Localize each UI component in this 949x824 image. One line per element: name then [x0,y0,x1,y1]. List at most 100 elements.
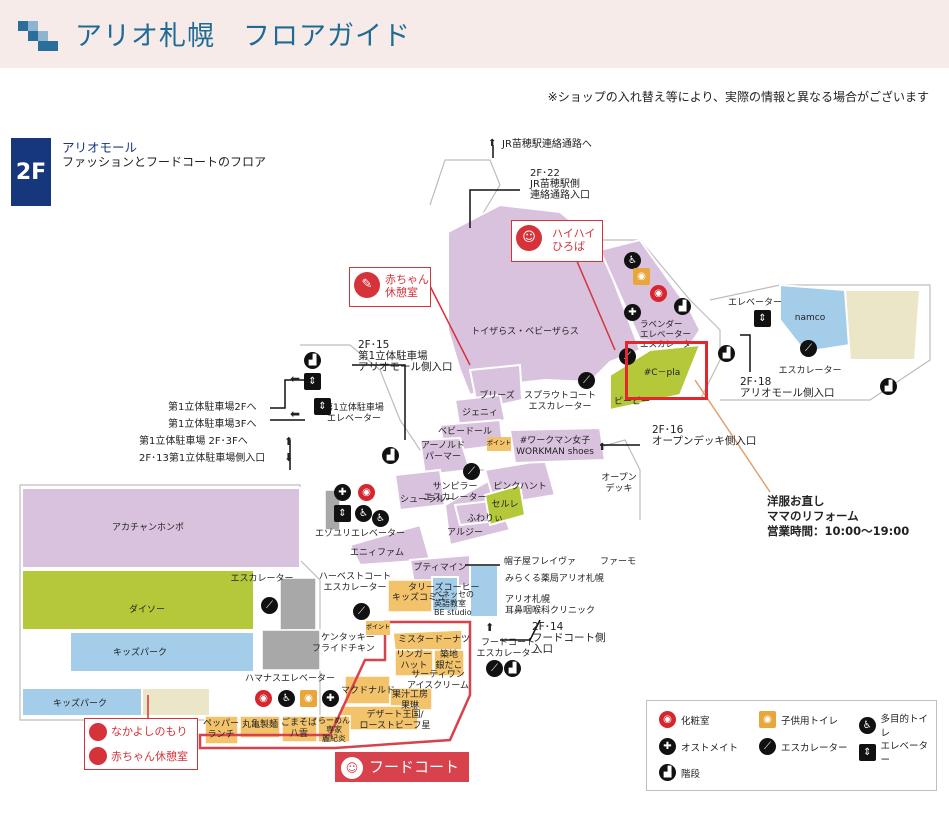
entrance-jr-label[interactable]: JR苗穂駅連絡通路へ [502,139,592,150]
entrance-18-label[interactable]: 2F･18 アリオモール側入口 [740,376,835,399]
stairs-icon: ▟ [504,660,521,677]
shop-pepper-area [204,715,239,745]
escalator-fc-label: フードコート エスカレーター [476,638,540,659]
shop-tsukiji-label[interactable]: 築地 銀だこ [435,650,463,671]
shop-jenni-label[interactable]: ジェニィ [461,408,499,418]
shop-mac-label[interactable]: マクドナルド [340,686,396,696]
arrow-up-icon: ⬆ [598,442,607,453]
shop-mirakuru-label[interactable]: みらくる薬局アリオ札幌 [505,574,604,584]
shop-kajuu-label[interactable]: 果汁工房 果琳 [391,690,429,711]
parking-3f-label[interactable]: 第1立体駐車場3Fへ [168,419,257,430]
shop-benesse-label[interactable]: ベネッセの 英語教室 BE studio [434,590,474,617]
entrance-13-label[interactable]: 2F･13第1立体駐車場側入口 [139,453,266,464]
floor-description: ファッションとフードコートのフロア [62,155,267,169]
shop-pinkhunt-label[interactable]: ピンクハント [493,482,547,492]
shop-babydoll-label[interactable]: ベビードール [437,427,493,437]
shop-serure-label[interactable]: セルレ [491,500,519,510]
shop-toys-label[interactable]: トイザらス・ベビーザらス [471,327,579,337]
restroom-icon: ◉ [358,484,375,501]
entrance-14-label[interactable]: 2F･14 フードコート側 入口 [532,621,606,655]
shop-namco-label[interactable]: namco [794,313,826,323]
shop-benesse-area [431,576,459,612]
entrance-16-label[interactable]: 2F･16 オープンデッキ側入口 [652,424,757,447]
shop-pepper-label[interactable]: ペッパー ランチ [202,719,240,740]
nakayoshi-icon [89,723,107,741]
shop-dessert-area [339,705,419,731]
shop-fuwawai-label[interactable]: ふわりぃ [466,514,504,524]
right-wing-outline [595,239,721,401]
ostomate-icon: ✚ [624,304,641,321]
shop-dessert-label[interactable]: デザート王国/ ローストビーフ星 [359,710,431,731]
shop-marugame-label[interactable]: 丸亀製麺 [241,720,279,730]
legend-stairs: ▟階段 [659,764,700,781]
nakayoshi-callout[interactable]: なかよしのもり 赤ちゃん休憩室 [84,718,198,770]
shop-gomasoba-label[interactable]: ごまそば 八雲 [280,718,318,739]
kids-toilet-icon: ◉ [300,690,317,707]
stairs-icon: ▟ [382,447,399,464]
entrance-22-label[interactable]: 2F･22 JR苗穂駅側 連絡通路入口 [530,168,590,201]
elevator-icon: ⇕ [314,398,331,415]
stairs-icon: ▟ [718,345,735,362]
shop-algy-label[interactable]: アルジー [447,528,483,538]
shop-kidspark1-label[interactable]: キッズパーク [112,648,168,658]
shop-thirty-label[interactable]: サーティワン アイスクリーム [406,670,470,691]
parking-23f-label[interactable]: 第1立体駐車場 2F･3Fへ [139,436,248,447]
elevator-icon: ⇕ [859,743,876,761]
void-grey-1 [279,577,317,631]
baby-rest-bottom-label: 赤ちゃん休憩室 [111,750,188,763]
wheelchair-icon: ♿ [278,690,295,707]
shop-workman-label[interactable]: #ワークマン女子 WORKMAN shoes [516,436,594,457]
shop-breeze-label[interactable]: ブリーズ [479,391,515,401]
shop-pitimine-label[interactable]: プティマイン [413,563,467,573]
arrow-down-icon: ⬇ [284,451,294,464]
arrow-up-icon: ⬆ [284,435,294,448]
leader-haihai [569,244,616,351]
escalator-icon: ⟋ [261,597,278,614]
parking-2f-label[interactable]: 第1立体駐車場2Fへ [168,402,257,413]
legend-multi-toilet-label: 多目的トイレ [880,714,929,739]
legend-ostomate: ✚オストメイト [659,738,738,755]
stairs-icon: ▟ [659,764,676,781]
shop-kfc-label[interactable]: ケンタッキー フライドチキン [312,633,375,654]
shop-misdo-label[interactable]: ミスタードーナツ [398,635,471,645]
baby-icon: ☺ [516,225,542,251]
shop-akachan-label[interactable]: アカチャンホンポ [112,523,184,533]
shop-arnold-label[interactable]: アーノルド パーマー [421,441,465,462]
leader-e22 [469,189,520,228]
shop-ramen-label[interactable]: らーめん 専家 麗紀炎 [318,716,350,743]
escalator-icon: ⟋ [759,738,776,755]
baby-bottle-icon [89,747,107,765]
shop-tullys-label[interactable]: タリーズコーヒー [408,583,480,593]
haihai-callout[interactable]: ☺ ハイハイ ひろば [511,220,603,262]
shop-shoolalie-label[interactable]: シューラルー [399,495,455,505]
legend-kids-toilet: ◉子供用トイレ [759,711,838,728]
header-bar: アリオ札幌 フロアガイド [0,0,949,68]
shop-boshiya-label[interactable]: 帽子屋フレイヴァ [504,557,577,567]
entrance-15-label[interactable]: 2F･15 第1立体駐車場 アリオモール側入口 [358,339,453,373]
arrow-up-icon: ⬆ [488,138,497,149]
leader-babyrest [426,279,471,366]
elevator-icon: ⇕ [304,373,321,390]
baby-rest-callout-top[interactable]: ✎ 赤ちゃん 休憩室 [349,267,431,307]
arrow-up-icon: ⬆ [485,621,495,634]
escalator-sunpiller-label: サンピラー エスカレーター [423,482,487,503]
food-court-badge[interactable]: ☺フードコート [335,752,469,782]
highlight-box[interactable] [625,341,708,400]
open-deck-label: オープン デッキ [601,473,637,494]
shop-daiso-label[interactable]: ダイソー [128,605,166,615]
highlight-hours: 営業時間：10:00～19:00 [767,524,910,538]
shop-anyfam-label[interactable]: エニィファム [349,548,405,558]
shop-ringer-label[interactable]: リンガー ハット [395,650,433,671]
floor-name: アリオモール [62,140,138,155]
shop-bibi-label[interactable]: ピーピー [613,397,651,407]
escalator-icon: ⟋ [353,603,370,620]
shop-pharmo-label[interactable]: ファーモ [600,557,637,567]
food-court-outline [198,620,472,750]
shop-mirakuru-area [469,564,499,618]
escalator-icon: ⟋ [800,340,817,357]
shop-kidspark2-label[interactable]: キッズパーク [52,699,108,709]
shop-ent-label[interactable]: アリオ札幌 耳鼻咽喉科クリニック [505,595,596,616]
shop-cpla-label[interactable]: #C－pla [643,368,681,378]
food-court-icon: ☺ [341,756,363,779]
shop-kidscomi-label[interactable]: キッズコミュ [392,593,447,603]
